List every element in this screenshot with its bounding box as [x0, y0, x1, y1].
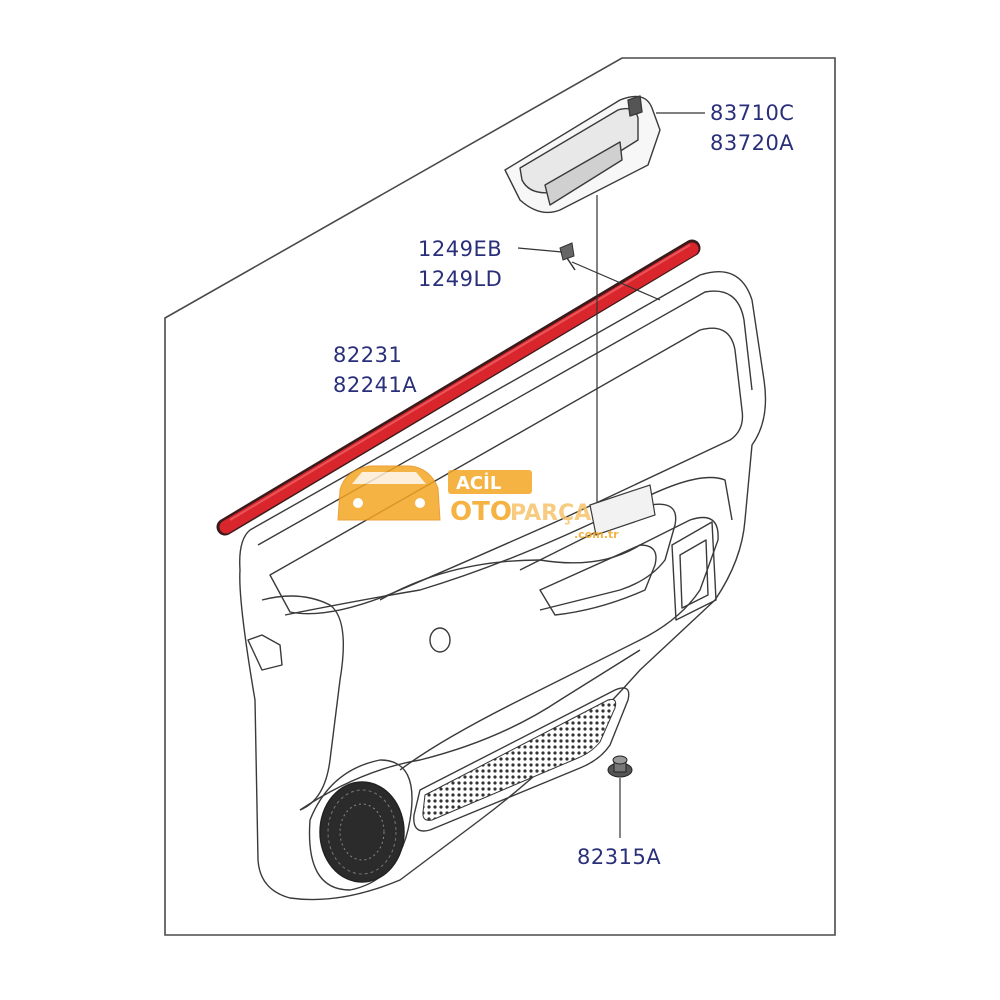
door-trim-panel	[239, 271, 767, 901]
watermark-line1: ACİL	[456, 472, 501, 494]
callout-switch-panel-2: 83720A	[710, 131, 794, 155]
callout-switch-panel-1: 83710C	[710, 101, 794, 125]
callout-screw-1: 1249EB	[418, 237, 502, 261]
callout-clip: 82315A	[577, 845, 661, 869]
callout-weatherstrip-1: 82231	[333, 343, 402, 367]
watermark: ACİL OTO PARÇA .com.tr	[337, 465, 619, 541]
map-pocket-mesh	[422, 698, 617, 821]
frame-border	[164, 57, 836, 936]
speaker-grille	[319, 781, 405, 883]
weatherstrip-part	[216, 239, 701, 536]
watermark-line2b: PARÇA	[510, 501, 591, 526]
leader-lines	[517, 112, 705, 838]
callout-weatherstrip-2: 82241A	[333, 373, 417, 397]
screw-part	[559, 242, 576, 271]
watermark-badge	[448, 470, 532, 494]
clip-part	[607, 755, 633, 778]
watermark-line2a: OTO	[450, 497, 512, 527]
callout-screw-2: 1249LD	[418, 267, 502, 291]
switch-panel-part	[504, 95, 661, 214]
watermark-domain: .com.tr	[574, 528, 619, 541]
switch-insert-installed	[589, 484, 656, 536]
car-icon	[337, 465, 441, 521]
